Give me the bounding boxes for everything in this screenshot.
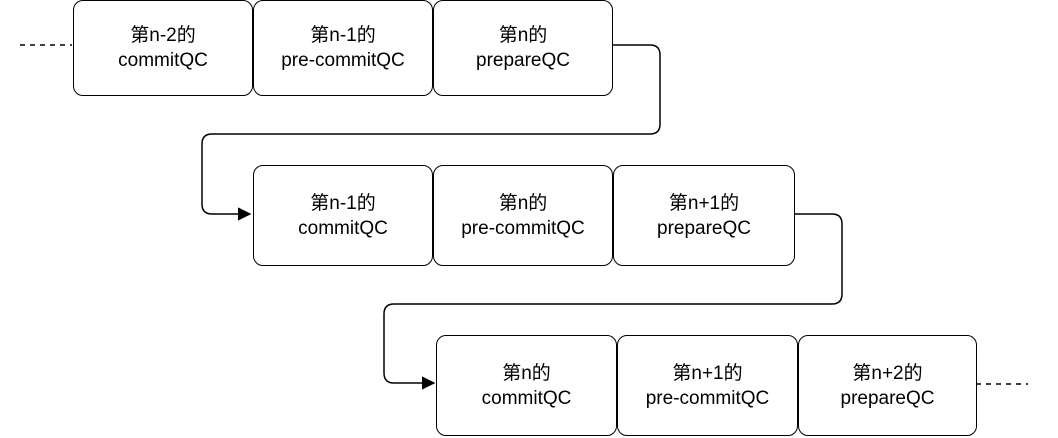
block-label-line1: 第n+1的 <box>668 192 740 214</box>
block-label-line1: 第n的 <box>502 362 551 384</box>
block-label-line2: prepareQC <box>476 50 570 71</box>
block-label-line2: commitQC <box>298 217 388 239</box>
block-label-line1: 第n+1的 <box>672 362 743 384</box>
block-label-line2: pre-commitQC <box>645 387 770 409</box>
block-label-line1: 第n-2的 <box>130 25 196 46</box>
block-label-line2: commitQC <box>118 50 208 71</box>
row2-block-commitqc: 第n-1的 commitQC <box>253 165 433 266</box>
block-label-line1: 第n的 <box>498 25 548 46</box>
row3-block-commitqc: 第n的 commitQC <box>436 335 617 436</box>
row2-block-prepareqc: 第n+1的 prepareQC <box>613 165 795 266</box>
block-label-line2: commitQC <box>481 387 572 409</box>
block-label-line2: pre-commitQC <box>281 50 405 71</box>
row1-block-commitqc: 第n-2的 commitQC <box>73 0 253 96</box>
row3-block-prepareqc: 第n+2的 prepareQC <box>798 335 977 436</box>
block-label-line1: 第n的 <box>498 192 548 214</box>
connector-arrow-row1-to-row2 <box>201 44 661 221</box>
block-label-line2: pre-commitQC <box>461 217 585 239</box>
row3-block-precommitqc: 第n+1的 pre-commitQC <box>617 335 798 436</box>
block-label-line1: 第n-1的 <box>310 192 376 214</box>
block-label-line1: 第n+2的 <box>852 362 923 384</box>
block-label-line2: prepareQC <box>840 387 935 409</box>
block-label-line2: prepareQC <box>657 217 751 239</box>
connector-arrow-row2-to-row3 <box>383 213 843 390</box>
block-label-line1: 第n-1的 <box>310 25 376 46</box>
row2-block-precommitqc: 第n的 pre-commitQC <box>433 165 613 266</box>
row1-block-prepareqc: 第n的 prepareQC <box>433 0 613 96</box>
row1-block-precommitqc: 第n-1的 pre-commitQC <box>253 0 433 96</box>
